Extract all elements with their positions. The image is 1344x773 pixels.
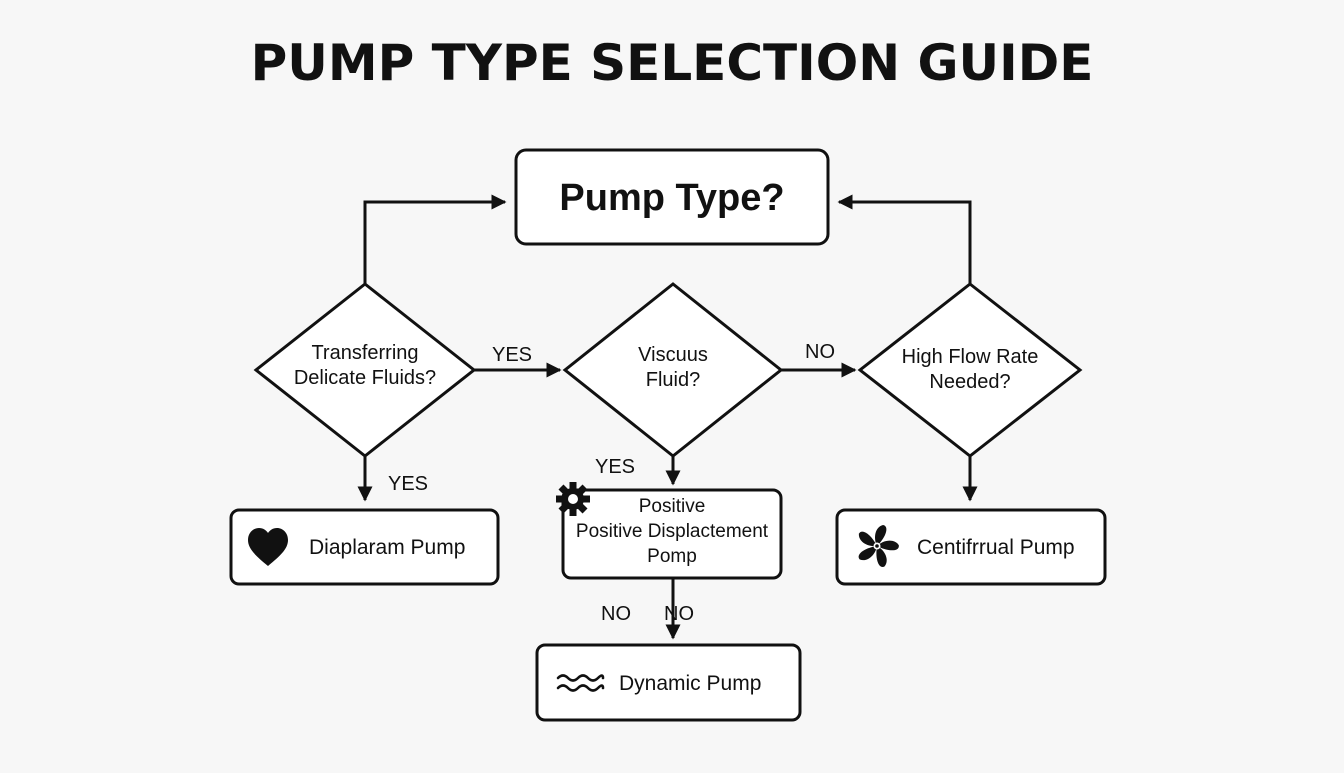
dynamic-node	[535, 643, 802, 722]
positive-no-right-label: NO	[664, 603, 694, 625]
centrifugal-node	[835, 508, 1107, 586]
positive-label-line-2: Positive Displactement	[575, 521, 769, 542]
flow-to-start-connector	[837, 194, 972, 284]
positive-no-left-label: NO	[601, 603, 631, 625]
viscous-to-positive-label: YES	[595, 456, 636, 478]
delicate-to-diaphragm-label: YES	[388, 473, 429, 495]
viscous-decision-label: Viscuus Fluid?	[638, 344, 708, 391]
waves-icon	[556, 674, 605, 692]
page-title: PUMP TYPE SELECTION GUIDE	[250, 34, 1094, 92]
dynamic-label: Dynamic Pump	[619, 672, 762, 695]
positive-label-line-3: Pomp	[647, 546, 697, 567]
gear-icon	[556, 482, 590, 516]
centrifugal-label: Centifrrual Pump	[917, 536, 1075, 559]
diaphragm-label: Diaplaram Pump	[309, 536, 466, 559]
viscous-to-flow-label: NO	[805, 341, 835, 363]
fan-icon	[858, 525, 899, 567]
positive-label-line-1: Positive	[638, 496, 706, 517]
delicate-to-start-connector	[363, 194, 507, 284]
positive-label: Positive Positive Displactement Pomp	[565, 494, 779, 569]
heart-icon	[248, 528, 288, 566]
start-node	[514, 148, 830, 246]
flow-decision-label: High Flow Rate Needed?	[901, 346, 1039, 393]
delicate-decision-label: Transferring Delicate Fluids?	[293, 342, 437, 389]
delicate-to-viscous-label: YES	[492, 344, 533, 366]
diaphragm-node	[229, 508, 500, 586]
start-node-label: Pump Type?	[559, 177, 785, 219]
